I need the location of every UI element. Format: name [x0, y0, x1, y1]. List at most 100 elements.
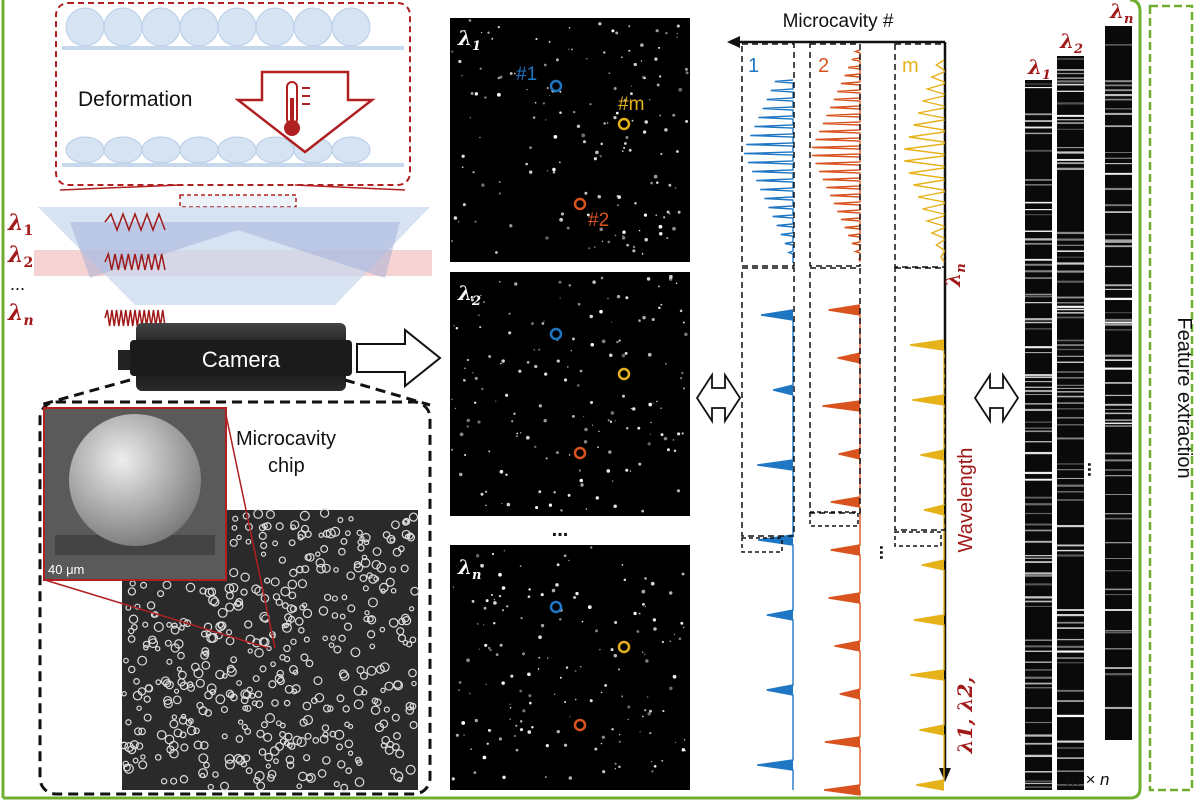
barcode-line	[1057, 424, 1084, 426]
microcavity	[135, 742, 144, 750]
microcavity	[346, 571, 356, 581]
bright-spot	[519, 728, 524, 732]
barcode-line	[1025, 496, 1052, 499]
microcavity	[142, 640, 151, 648]
barcode-line	[1057, 122, 1084, 125]
microcavity	[301, 602, 308, 609]
bright-spot	[590, 546, 593, 549]
bright-spot	[647, 442, 651, 446]
barcode-line	[1057, 638, 1084, 641]
microcavity	[203, 622, 213, 632]
microcavity	[251, 584, 261, 594]
microcavity	[163, 698, 173, 709]
microcavity	[292, 669, 299, 676]
bright-spot	[630, 407, 632, 410]
bright-spot	[468, 18, 472, 22]
barcode-line	[1025, 451, 1052, 455]
barcode-line	[1057, 361, 1084, 363]
microcavity	[225, 629, 233, 636]
bright-spot	[677, 210, 681, 214]
bright-spot	[458, 59, 462, 64]
barcode-line	[1025, 682, 1052, 685]
microcavity	[316, 563, 326, 574]
microcavity	[321, 724, 330, 732]
bright-spot	[534, 364, 538, 369]
microcavity	[222, 673, 228, 679]
microcavity	[134, 603, 141, 610]
microcavity	[176, 666, 183, 672]
microcavity	[138, 760, 148, 770]
column-ellipsis: ...	[876, 545, 896, 560]
microcavity	[302, 701, 312, 711]
bright-spot	[611, 480, 614, 482]
bright-spot	[632, 407, 636, 411]
down-arrow-icon	[234, 70, 376, 154]
bright-spot	[501, 502, 503, 505]
bright-spot	[685, 119, 689, 123]
microcavity	[348, 516, 354, 522]
bright-spot	[606, 469, 611, 473]
microcavity	[318, 606, 329, 616]
bright-spot	[565, 666, 569, 669]
barcode-line	[1057, 645, 1084, 648]
microcavity	[127, 635, 136, 643]
microcavity	[296, 565, 304, 574]
bright-spot	[610, 321, 613, 323]
bright-spot	[666, 448, 670, 452]
microcavity	[338, 669, 348, 679]
microcavity	[251, 700, 258, 707]
bright-spot	[661, 640, 664, 644]
bright-spot	[461, 154, 465, 158]
microcavity	[366, 665, 377, 676]
barcode-line	[1057, 408, 1084, 410]
bright-spot	[552, 171, 556, 174]
microcavity	[226, 664, 235, 673]
microcavity	[386, 534, 396, 544]
bright-spot	[505, 473, 508, 476]
bright-spot	[584, 191, 588, 195]
bright-spot	[527, 595, 531, 599]
bright-spot	[668, 213, 671, 215]
bright-spot	[644, 605, 646, 608]
bright-spot	[485, 504, 487, 507]
bright-spot	[473, 771, 477, 775]
microcavity	[234, 600, 242, 608]
bright-spot	[509, 706, 512, 709]
microcavity	[128, 614, 139, 624]
barcode-line	[1105, 239, 1132, 242]
bright-spot	[493, 601, 497, 605]
microcavity	[283, 622, 289, 628]
bright-spot	[575, 591, 579, 596]
microcavity	[217, 621, 227, 631]
bright-spot	[660, 433, 664, 437]
bright-spot	[656, 400, 658, 403]
bright-spot	[681, 432, 684, 435]
bright-spot	[462, 203, 466, 207]
bright-spot	[451, 50, 454, 53]
microcavity	[341, 594, 348, 601]
barcode-line	[1057, 316, 1084, 319]
barcode-line	[1105, 367, 1132, 370]
bright-spot	[466, 658, 470, 663]
bright-spot	[590, 401, 594, 404]
bright-spot	[468, 692, 471, 695]
barcode-line	[1105, 630, 1132, 632]
barcode-line	[1057, 339, 1084, 342]
bright-spot	[462, 378, 466, 382]
microcavity	[157, 590, 165, 598]
barcode-line	[1105, 172, 1132, 175]
bright-spot	[576, 124, 581, 129]
bright-spot	[520, 617, 523, 620]
barcode-line	[1025, 381, 1052, 383]
bright-spot	[543, 320, 545, 322]
bright-spot	[544, 776, 547, 779]
spectrum-trace	[822, 304, 861, 796]
barcode-line	[1105, 422, 1132, 425]
microcavity	[142, 621, 149, 628]
microcavity	[297, 534, 304, 541]
bright-spot	[482, 300, 486, 304]
bright-spot	[493, 598, 496, 601]
bright-spot	[497, 25, 500, 29]
microcavity	[272, 540, 279, 547]
microcavity	[312, 737, 320, 744]
